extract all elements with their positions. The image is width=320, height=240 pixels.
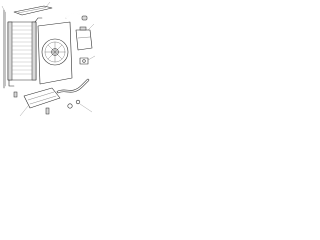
coolant-reservoir[interactable] xyxy=(75,26,93,51)
lower-hose[interactable] xyxy=(56,78,90,94)
mounting-bracket[interactable] xyxy=(13,5,53,16)
lower-shield[interactable] xyxy=(23,87,61,109)
fan-motor[interactable] xyxy=(44,41,66,63)
radiator[interactable] xyxy=(7,17,43,87)
hose-clamp[interactable] xyxy=(67,99,81,109)
thermostat-housing[interactable] xyxy=(79,57,89,65)
side-seal-strip[interactable] xyxy=(3,9,6,89)
mounting-bolt[interactable] xyxy=(13,91,50,115)
parts-diagram xyxy=(1,1,96,117)
reservoir-cap[interactable] xyxy=(79,26,87,31)
upper-hose[interactable] xyxy=(65,12,88,21)
fan-shroud[interactable] xyxy=(37,21,73,85)
callout-lines xyxy=(1,1,96,117)
